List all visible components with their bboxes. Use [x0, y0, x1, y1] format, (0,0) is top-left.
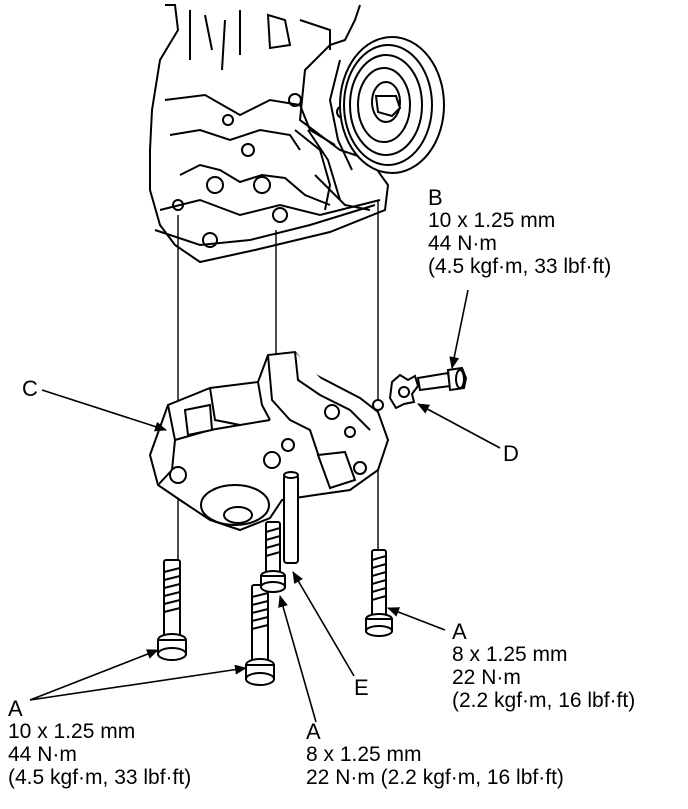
bolt-a-short [260, 521, 286, 593]
part-d-gear [388, 373, 420, 410]
callout-b-letter: B [428, 185, 443, 210]
callout-a-bottom: A 8 x 1.25 mm 22 N·m (2.2 kgf·m, 16 lbf·… [306, 720, 564, 789]
callout-b: B 10 x 1.25 mm 44 N·m (4.5 kgf·m, 33 lbf… [428, 186, 611, 278]
callout-a-right-alt: (2.2 kgf·m, 16 lbf·ft) [452, 689, 636, 712]
callout-a-right-torque: 22 N·m [452, 666, 521, 689]
bolt-b [416, 366, 468, 392]
crankshaft-pulley [328, 36, 445, 174]
callout-a-right: A 8 x 1.25 mm 22 N·m (2.2 kgf·m, 16 lbf·… [452, 620, 635, 712]
callout-b-size: 10 x 1.25 mm [428, 209, 556, 232]
callout-a-left-alt: (4.5 kgf·m, 33 lbf·ft) [8, 766, 192, 789]
leader-arrows [29, 289, 501, 723]
callout-b-torque: 44 N·m [428, 232, 497, 255]
callout-a-bottom-line: 22 N·m (2.2 kgf·m, 16 lbf·ft) [306, 766, 564, 789]
bolt-a-middle [245, 584, 275, 686]
callout-a-bottom-letter: A [306, 719, 321, 744]
callout-d: D [503, 441, 519, 466]
callout-a-right-size: 8 x 1.25 mm [452, 643, 568, 666]
oil-pump-body [148, 350, 390, 532]
callout-a-left-size: 10 x 1.25 mm [8, 720, 136, 743]
callout-a-left-letter: A [8, 696, 23, 721]
callout-b-alt: (4.5 kgf·m, 33 lbf·ft) [428, 255, 612, 278]
callout-a-left: A 10 x 1.25 mm 44 N·m (4.5 kgf·m, 33 lbf… [8, 697, 191, 789]
bolt-a-right [365, 549, 393, 637]
callout-e: E [354, 675, 369, 700]
engine-block [149, 4, 390, 264]
bolt-a-left [157, 559, 187, 661]
callout-a-bottom-size: 8 x 1.25 mm [306, 743, 422, 766]
callout-a-right-letter: A [452, 619, 467, 644]
dowel-pin-e [283, 471, 299, 564]
callout-a-left-torque: 44 N·m [8, 743, 77, 766]
callout-c: C [22, 376, 38, 401]
